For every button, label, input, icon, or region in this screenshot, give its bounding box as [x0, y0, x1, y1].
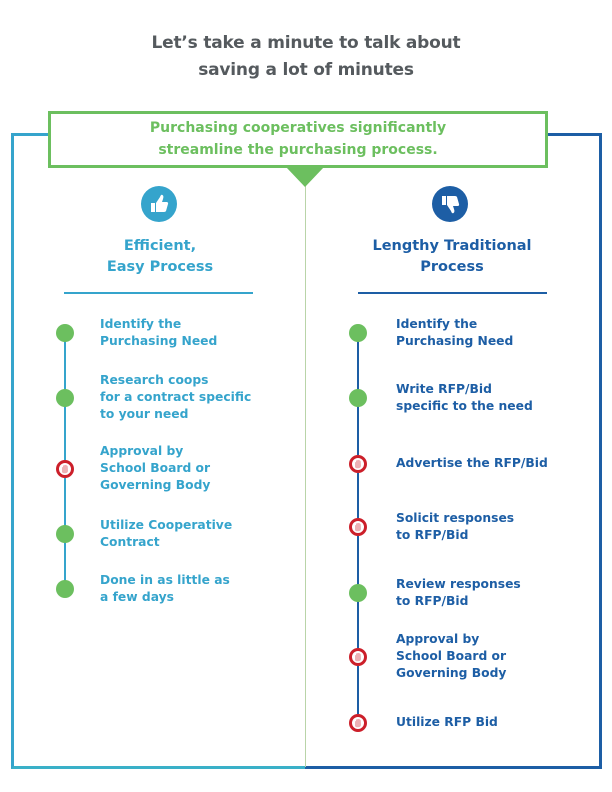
- step-label-line: Done in as little as: [100, 573, 230, 587]
- step-label-line: Purchasing Need: [396, 334, 514, 348]
- step-label: Approval by School Board or Governing Body: [100, 443, 210, 494]
- step-label-line: to your need: [100, 407, 189, 421]
- step-label: Solicit responses to RFP/Bid: [396, 510, 514, 544]
- step-label-line: Research coops: [100, 373, 209, 387]
- callout-box: Purchasing cooperatives significantly st…: [48, 111, 548, 168]
- step-label-line: to RFP/Bid: [396, 528, 469, 542]
- step-label: Review responses to RFP/Bid: [396, 576, 521, 610]
- step-label: Advertise the RFP/Bid: [396, 455, 548, 472]
- green-dot-icon: [56, 388, 74, 407]
- stop-hand-icon: [349, 647, 367, 666]
- efficient-heading-rule: [64, 292, 253, 294]
- callout-line-1: Purchasing cooperatives significantly: [149, 120, 447, 136]
- traditional-heading-rule: [358, 292, 547, 294]
- step-label-line: Governing Body: [396, 666, 507, 680]
- step-label: Approval by School Board or Governing Body: [396, 631, 506, 682]
- step-label-line: specific to the need: [396, 399, 533, 413]
- step-label: Research coops for a contract specific to …: [100, 372, 251, 423]
- step-label-line: Write RFP/Bid: [396, 382, 492, 396]
- step-label-line: Purchasing Need: [100, 334, 218, 348]
- center-divider: [305, 185, 306, 767]
- step-label-line: Utilize RFP Bid: [396, 715, 498, 729]
- step-label-line: Approval by: [396, 632, 480, 646]
- callout-pointer: [286, 167, 324, 187]
- stop-hand-icon: [349, 713, 367, 732]
- efficient-heading-line-1: Efficient,: [123, 238, 197, 254]
- step-label-line: to RFP/Bid: [396, 594, 469, 608]
- stop-hand-icon: [349, 518, 367, 536]
- traditional-heading-line-2: Process: [420, 259, 484, 275]
- green-dot-icon: [56, 580, 74, 598]
- step-label-line: Identify the: [100, 317, 182, 331]
- green-dot-icon: [349, 584, 367, 602]
- step-label-line: Review responses: [396, 577, 521, 591]
- green-dot-icon: [349, 324, 367, 342]
- step-label: Utilize RFP Bid: [396, 714, 498, 731]
- efficient-heading: Efficient, Easy Process: [60, 236, 260, 278]
- step-label-line: Solicit responses: [396, 511, 515, 525]
- step-label-line: for a contract specific: [100, 390, 252, 404]
- green-dot-icon: [56, 525, 74, 543]
- step-label-line: Governing Body: [100, 478, 211, 492]
- step-label-line: a few days: [100, 590, 174, 604]
- page-title: Let’s take a minute to talk about saving…: [0, 30, 612, 84]
- green-dot-icon: [349, 389, 367, 407]
- step-label-line: Approval by: [100, 444, 184, 458]
- step-label-line: School Board or: [100, 461, 211, 475]
- title-line-2: saving a lot of minutes: [198, 60, 414, 80]
- step-label: Write RFP/Bid specific to the need: [396, 381, 533, 415]
- efficient-heading-line-2: Easy Process: [106, 259, 214, 275]
- green-dot-icon: [56, 324, 74, 342]
- thumbs-down-icon: [432, 186, 468, 222]
- callout-line-2: streamline the purchasing process.: [158, 142, 438, 158]
- step-label-line: Identify the: [396, 317, 478, 331]
- step-label-line: Advertise the RFP/Bid: [396, 456, 548, 470]
- step-label-line: School Board or: [396, 649, 507, 663]
- traditional-heading-line-1: Lengthy Traditional: [372, 238, 532, 254]
- traditional-heading: Lengthy Traditional Process: [352, 236, 552, 278]
- step-label-line: Contract: [100, 535, 160, 549]
- step-label: Done in as little as a few days: [100, 572, 230, 606]
- stop-hand-icon: [56, 459, 74, 478]
- thumbs-up-icon: [141, 186, 177, 222]
- step-label-line: Utilize Cooperative: [100, 518, 233, 532]
- title-line-1: Let’s take a minute to talk about: [151, 33, 461, 53]
- stop-hand-icon: [349, 454, 367, 473]
